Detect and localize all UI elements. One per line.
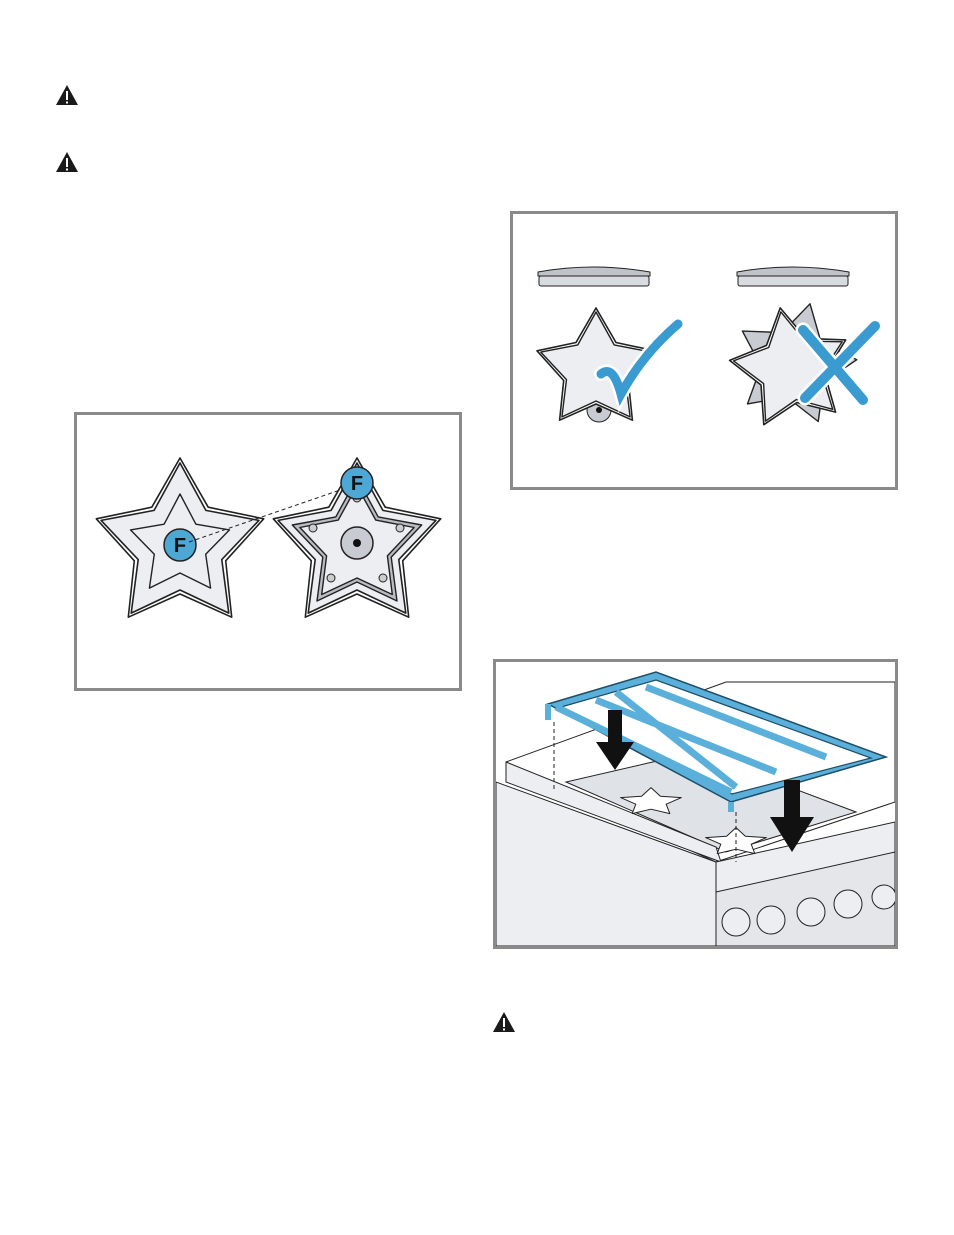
figure-grate-install (493, 659, 898, 949)
check-mark-icon (596, 319, 683, 406)
f-label-right: F (351, 473, 363, 495)
alignment-marker-left (163, 528, 197, 562)
down-arrow-icon (596, 710, 634, 770)
down-arrow-icon (770, 780, 814, 852)
figure-cap-alignment: F F (74, 412, 462, 691)
burner-base-top-view: F (272, 457, 442, 618)
burner-cap-top-view: F (95, 457, 265, 618)
warning-triangle-icon (56, 152, 78, 172)
burner-star-front (620, 787, 682, 815)
figure-cap-placement (510, 211, 898, 490)
f-label-left: F (174, 535, 186, 557)
warning-triangle-icon (56, 85, 78, 105)
star-burner-shape (129, 493, 231, 589)
star-burner-shape (620, 787, 682, 815)
burner-side-view-correct (537, 266, 651, 287)
grate (545, 671, 889, 812)
burner-side-view-wrong (736, 266, 850, 287)
alignment-marker-right (340, 466, 374, 500)
warning-triangle-icon (493, 1012, 515, 1032)
cross-mark-icon (798, 321, 880, 405)
